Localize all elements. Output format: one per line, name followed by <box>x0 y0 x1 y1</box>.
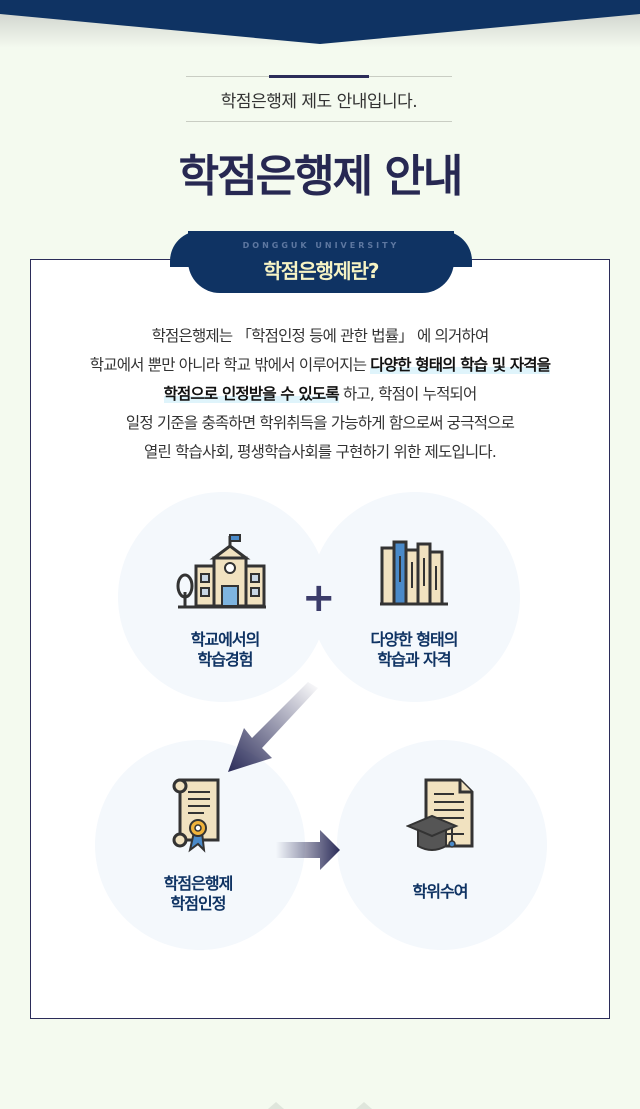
label-credit-recognition: 학점은행제 학점인정 <box>163 874 234 913</box>
card-tab: DONGGUK UNIVERSITY 학점은행제란? <box>170 231 472 293</box>
description-line: 일정 기준을 충족하면 학위취득을 가능하게 함으로써 궁극적으로 <box>125 414 515 432</box>
description-line: 학교에서 뿐만 아니라 학교 밖에서 이루어지는 다양한 형태의 학습 및 자격… <box>89 356 551 374</box>
arrow-right-icon <box>276 830 340 870</box>
certificate-icon <box>172 778 220 853</box>
bottom-decoration <box>268 1102 372 1109</box>
label-various-learning: 다양한 형태의 학습과 자격 <box>370 630 459 669</box>
page-title: 학점은행제 안내 <box>178 151 464 202</box>
description-line: 학점은행제는 「학점인정 등에 관한 법률」 에 의거하여 <box>151 327 490 345</box>
tab-title: 학점은행제란? <box>263 259 379 283</box>
top-banner <box>0 0 640 48</box>
plus-icon: + <box>302 575 336 621</box>
description-line: 학점으로 인정받을 수 있도록 하고, 학점이 누적되어 <box>163 385 477 403</box>
label-school-experience: 학교에서의 학습경험 <box>190 630 261 669</box>
label-degree-conferral: 학위수여 <box>412 882 469 901</box>
tab-english-label: DONGGUK UNIVERSITY <box>242 241 400 250</box>
school-icon <box>176 534 266 609</box>
graduation-diploma-icon <box>406 778 474 851</box>
highlight-text: 다양한 형태의 학습 및 자격을 <box>370 356 551 374</box>
arrow-down-left-icon <box>228 682 318 772</box>
description: 학점은행제는 「학점인정 등에 관한 법률」 에 의거하여 학교에서 뿐만 아니… <box>40 322 600 467</box>
subtitle-box: 학점은행제 제도 안내입니다. <box>186 75 452 122</box>
description-line: 열린 학습사회, 평생학습사회를 구현하기 위한 제도입니다. <box>144 443 497 461</box>
books-icon <box>380 540 448 606</box>
page-subtitle: 학점은행제 제도 안내입니다. <box>220 91 418 112</box>
highlight-text: 학점으로 인정받을 수 있도록 <box>163 385 340 403</box>
